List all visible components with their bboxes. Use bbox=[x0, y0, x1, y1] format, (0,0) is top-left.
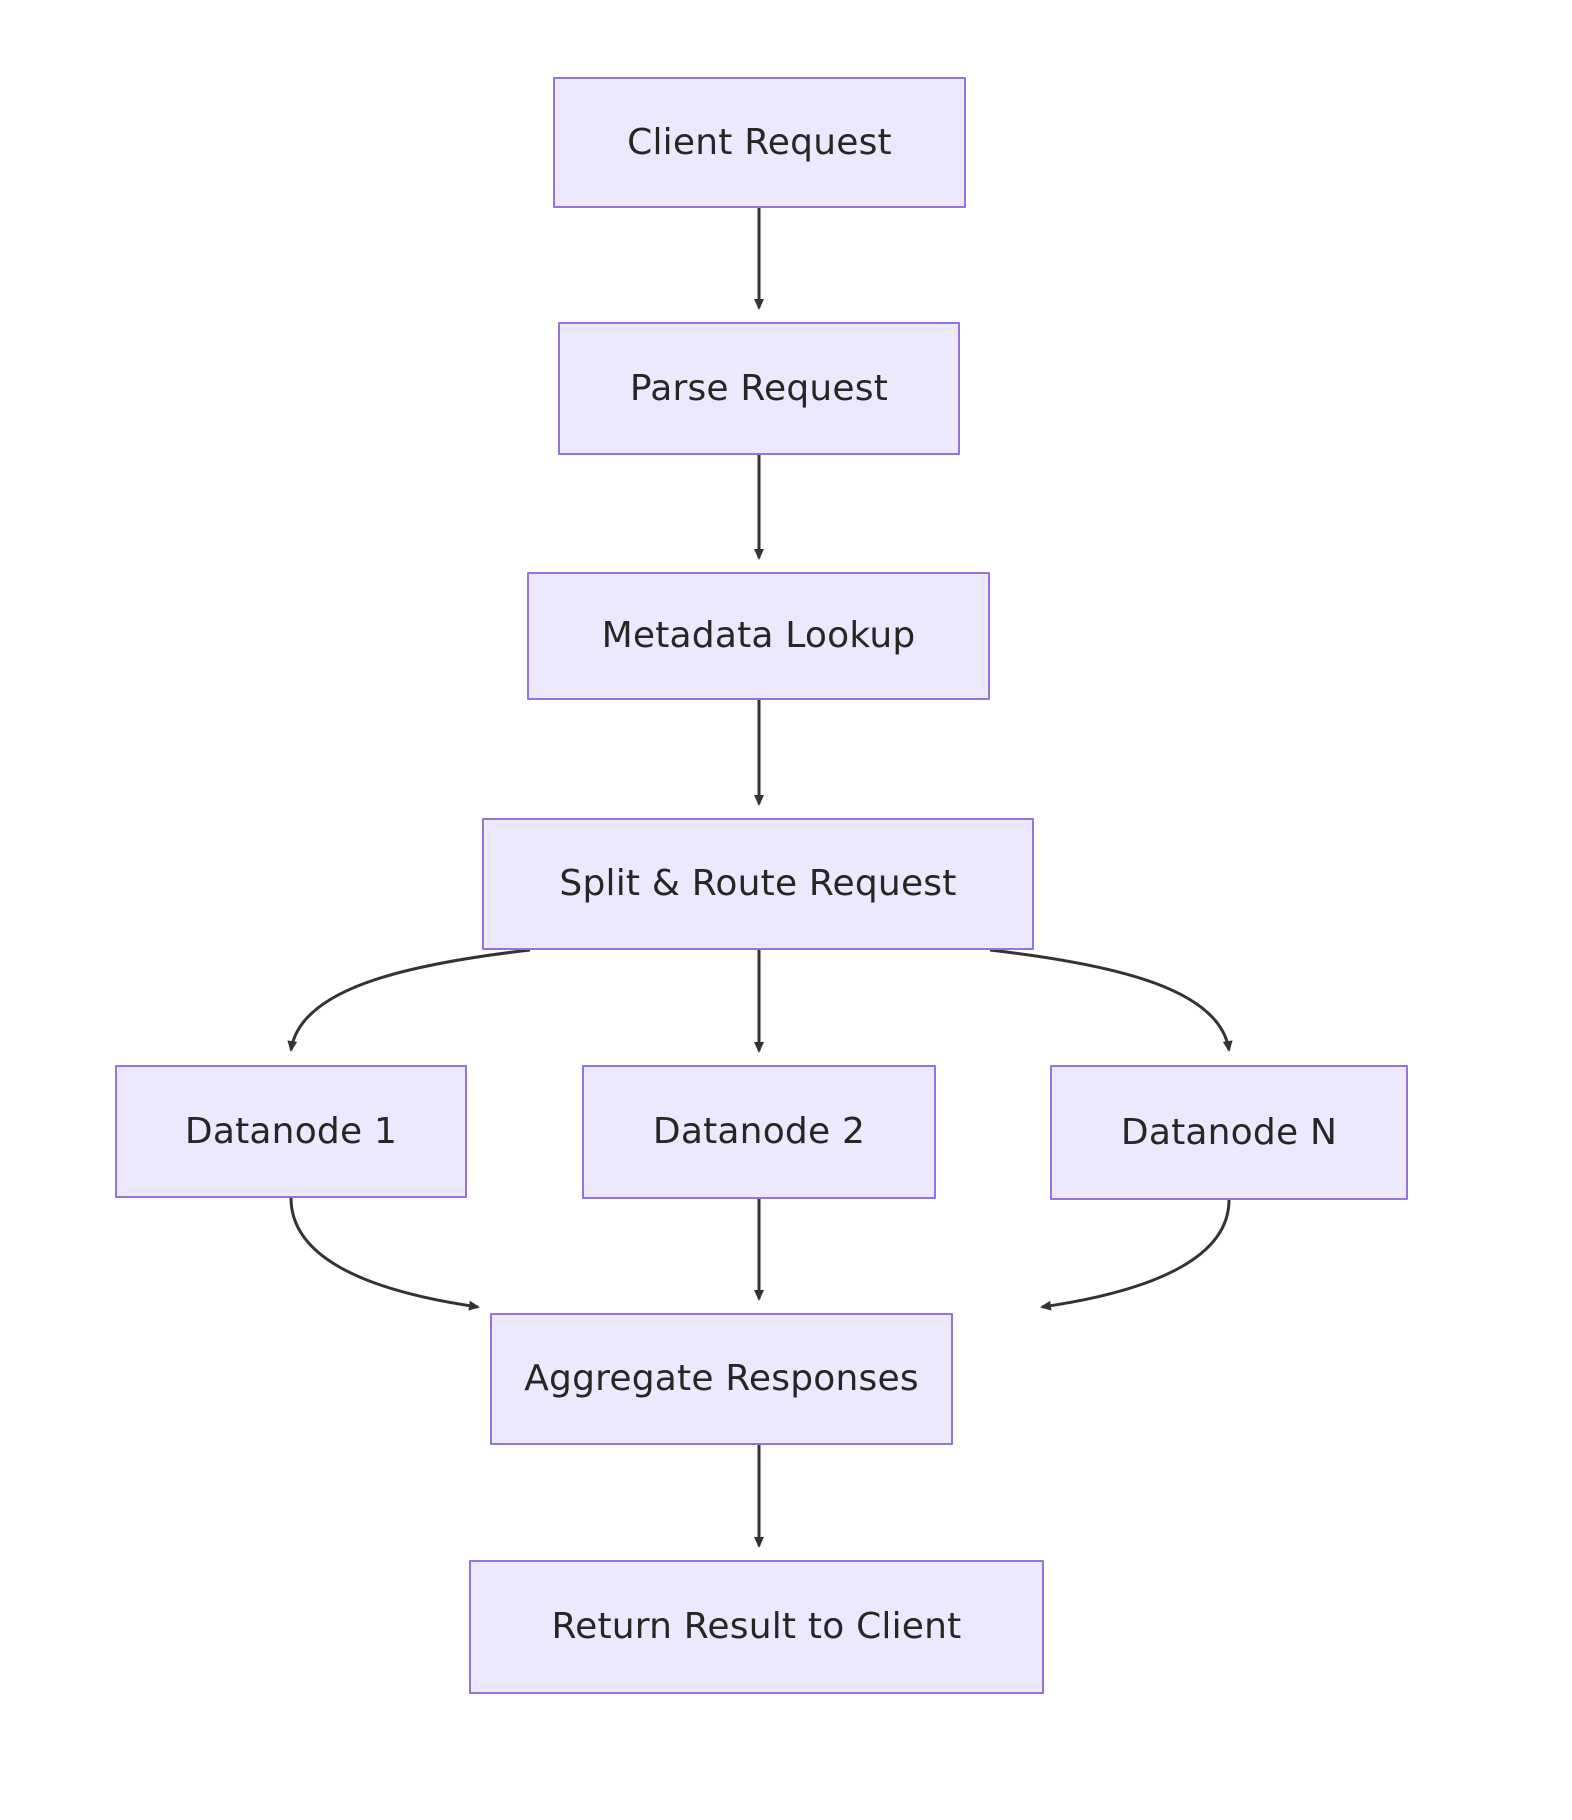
node-datanode-2[interactable]: Datanode 2 bbox=[582, 1065, 936, 1199]
node-datanode-1-label: Datanode 1 bbox=[184, 1110, 398, 1152]
edge-datanode-n-to-aggregate bbox=[1040, 1199, 1231, 1311]
node-split-route-request-label: Split & Route Request bbox=[559, 863, 957, 905]
node-parse-request-label: Parse Request bbox=[629, 367, 889, 409]
node-client-request[interactable]: Client Request bbox=[553, 77, 966, 208]
node-datanode-n[interactable]: Datanode N bbox=[1050, 1065, 1408, 1200]
node-split-route-request[interactable]: Split & Route Request bbox=[482, 818, 1034, 950]
node-metadata-lookup-label: Metadata Lookup bbox=[601, 615, 916, 657]
edge-split-route-to-datanode-n bbox=[989, 948, 1233, 1052]
node-return-result-to-client[interactable]: Return Result to Client bbox=[469, 1560, 1044, 1694]
node-metadata-lookup[interactable]: Metadata Lookup bbox=[527, 572, 990, 700]
edge-datanode-1-to-aggregate bbox=[289, 1197, 480, 1311]
node-aggregate-responses[interactable]: Aggregate Responses bbox=[490, 1313, 953, 1445]
node-datanode-2-label: Datanode 2 bbox=[652, 1111, 866, 1153]
node-client-request-label: Client Request bbox=[627, 121, 892, 163]
node-aggregate-responses-label: Aggregate Responses bbox=[524, 1358, 919, 1400]
node-datanode-n-label: Datanode N bbox=[1120, 1111, 1338, 1153]
node-return-result-to-client-label: Return Result to Client bbox=[551, 1606, 962, 1648]
node-parse-request[interactable]: Parse Request bbox=[558, 322, 960, 455]
node-datanode-1[interactable]: Datanode 1 bbox=[115, 1065, 467, 1198]
edge-split-route-to-datanode-1 bbox=[287, 948, 531, 1052]
